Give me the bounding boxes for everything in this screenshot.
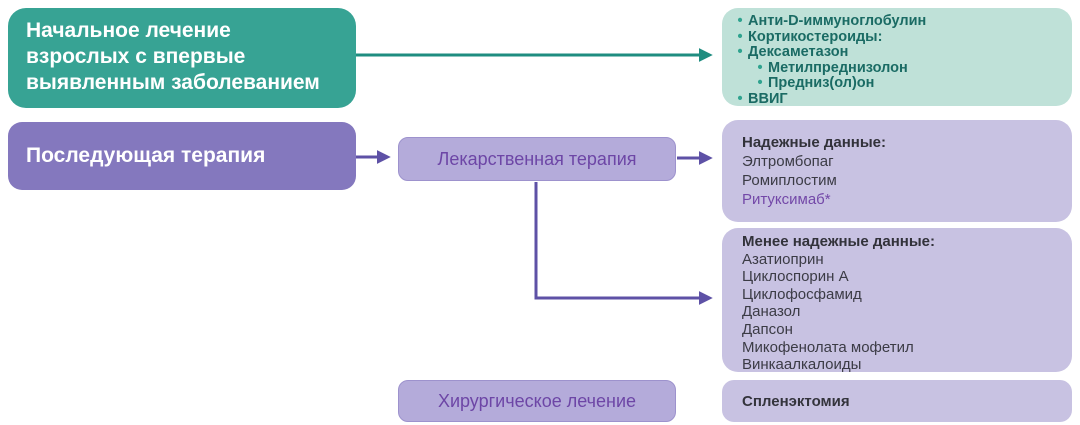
reliable-data-box: Надежные данные: Элтромбопаг Ромиплостим… — [722, 120, 1072, 222]
drug-name-highlighted: Ритуксимаб* — [742, 191, 831, 208]
list-item: Дексаметазон — [732, 45, 1064, 61]
drug-name: Даназол — [742, 303, 801, 321]
list-item: Метилпреднизолон — [752, 59, 1064, 77]
surgical-treatment-box: Хирургическое лечение — [398, 380, 676, 422]
list-item: Предниз(ол)он — [752, 76, 1064, 92]
drug-therapy-label: Лекарственная терапия — [437, 148, 637, 169]
splenectomy-label: Спленэктомия — [742, 392, 850, 410]
reliable-data-title: Надежные данные: — [742, 134, 886, 151]
list-item: ВВИГ — [732, 90, 1064, 108]
bullet-icon — [732, 30, 748, 46]
initial-options-box: Анти-D-иммуноглобулин Кортикостероиды: Д… — [722, 8, 1072, 108]
bullet-icon — [752, 76, 768, 92]
drug-therapy-box: Лекарственная терапия — [398, 137, 676, 181]
less-reliable-data-box: Менее надежные данные: Азатиоприн Циклос… — [722, 228, 1072, 374]
drug-name: Элтромбопаг — [742, 153, 834, 170]
drug-name: Ромиплостим — [742, 172, 837, 189]
less-reliable-data-title: Менее надежные данные: — [742, 233, 935, 250]
option-label: Метилпреднизолон — [768, 59, 908, 76]
initial-options-list: Анти-D-иммуноглобулин Кортикостероиды: Д… — [732, 13, 1064, 108]
option-label: Кортикостероиды: — [748, 28, 883, 45]
drug-name: Циклоспорин А — [742, 268, 849, 286]
drug-name: Микофенолата мофетил — [742, 338, 914, 356]
option-label: Предниз(ол)он — [768, 75, 875, 92]
initial-treatment-title-line: взрослых с впервые — [26, 45, 246, 68]
list-item: Анти-D-иммуноглобулин — [732, 13, 1064, 30]
splenectomy-box: Спленэктомия — [722, 380, 1072, 422]
bullet-icon — [752, 61, 768, 77]
initial-treatment-title-line: выявленным заболеванием — [26, 71, 320, 94]
drug-name: Циклофосфамид — [742, 285, 862, 303]
surgical-treatment-label: Хирургическое лечение — [437, 390, 637, 411]
option-label: Дексаметазон — [748, 44, 849, 61]
option-label: ВВИГ — [748, 90, 788, 107]
option-label: Анти-D-иммуноглобулин — [748, 13, 927, 29]
drug-name: Винкаалкалоиды — [742, 356, 862, 374]
list-item: Кортикостероиды: — [732, 28, 1064, 46]
initial-treatment-box: Начальное лечение взрослых с впервые выя… — [8, 8, 356, 108]
initial-treatment-title-line: Начальное лечение — [26, 19, 231, 42]
drug-name: Азатиоприн — [742, 250, 824, 268]
subsequent-therapy-box: Последующая терапия — [8, 122, 356, 190]
arrow-drug-to-less-reliable — [534, 182, 713, 305]
bullet-icon — [732, 14, 748, 30]
bullet-icon — [732, 92, 748, 108]
bullet-icon — [732, 45, 748, 61]
drug-name: Дапсон — [742, 320, 793, 338]
subsequent-therapy-label: Последующая терапия — [26, 144, 266, 167]
